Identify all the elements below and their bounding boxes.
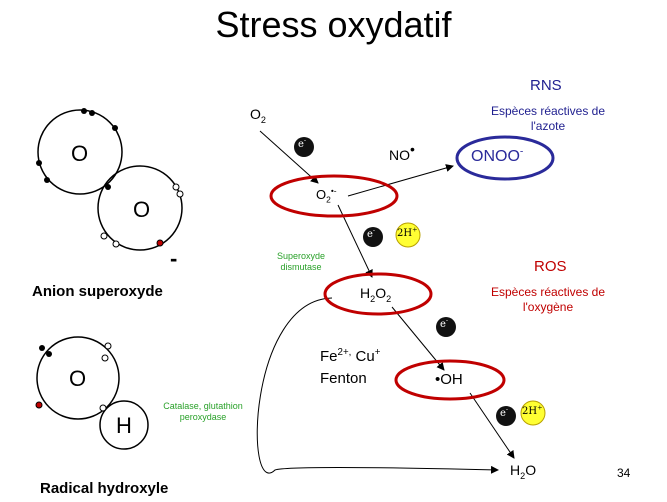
electron-dot [112, 125, 118, 131]
electron-dot [81, 108, 87, 114]
species-no: NO• [389, 141, 415, 163]
electron-badge-label: e- [298, 136, 307, 150]
electron-dot [112, 240, 120, 248]
charge-minus: - [170, 246, 178, 271]
fenton-label: Fenton [320, 370, 367, 387]
electron-badge [363, 227, 383, 247]
arrow-h2o2-to-oh [391, 306, 445, 371]
species-onoo: ONOO- [471, 146, 524, 165]
slide-title: Stress oxydatif [215, 4, 452, 45]
electron-dot [36, 160, 42, 166]
proton-badge [395, 222, 421, 248]
species-h2o: H2O [510, 462, 537, 481]
oxygen-orbit-2 [97, 165, 183, 251]
electron-badge [496, 406, 516, 426]
electron-dot [104, 342, 112, 350]
proton-badge [520, 400, 546, 426]
electron-badge-label: e- [500, 405, 509, 419]
electron-dot [156, 239, 164, 247]
onoo-ellipse [455, 135, 555, 181]
oh-ellipse [394, 359, 506, 401]
rns-title: RNS [530, 77, 562, 94]
electron-badge [294, 137, 314, 157]
species-h2o2: H2O2 [360, 285, 392, 304]
electron-dot [89, 110, 95, 116]
electron-dot [39, 345, 45, 351]
electron-dot [176, 190, 184, 198]
electron-dot [44, 177, 50, 183]
proton-badge-label: 2H+ [522, 403, 543, 417]
electron-dot [100, 232, 108, 240]
arrow-h2o2-to-h2o [256, 297, 499, 474]
electron-badge-label: e- [367, 226, 376, 240]
species-oh: •OH [435, 371, 463, 388]
superoxide-label: Anion superoxyde [32, 283, 163, 300]
oxygen-orbit-hydroxyl [36, 336, 120, 420]
atom-h: H [116, 413, 132, 438]
species-o2: O2 [250, 106, 266, 125]
atom-o-hydroxyl: O [69, 366, 87, 391]
electron-dot [101, 354, 109, 362]
hydroxyl-label: Radical hydroxyle [40, 480, 169, 497]
superoxide-ellipse [269, 174, 399, 218]
electron-badge-label: e- [440, 316, 449, 330]
arrow-oh-to-h2o [469, 392, 515, 459]
atom-o-2: O [133, 197, 151, 222]
h2o2-ellipse [323, 272, 433, 316]
species-superoxide: O2•- [316, 185, 337, 205]
ros-title: ROS [534, 258, 567, 275]
fenton-metals: Fe2+, Cu+ [320, 347, 381, 365]
atom-o-1: O [71, 141, 89, 166]
page-number: 34 [617, 466, 631, 480]
electron-dot [35, 401, 43, 409]
electron-dot [99, 404, 107, 412]
oxygen-orbit-1 [37, 109, 123, 195]
electron-badge [436, 317, 456, 337]
electron-dot [46, 351, 52, 357]
hydrogen-orbit [99, 400, 149, 450]
electron-dot [105, 184, 111, 190]
proton-badge-label: 2H+ [397, 225, 418, 239]
arrow-superoxide-to-onoo [347, 164, 454, 197]
electron-dot [172, 183, 180, 191]
arrow-o2-to-superoxide [259, 130, 319, 184]
